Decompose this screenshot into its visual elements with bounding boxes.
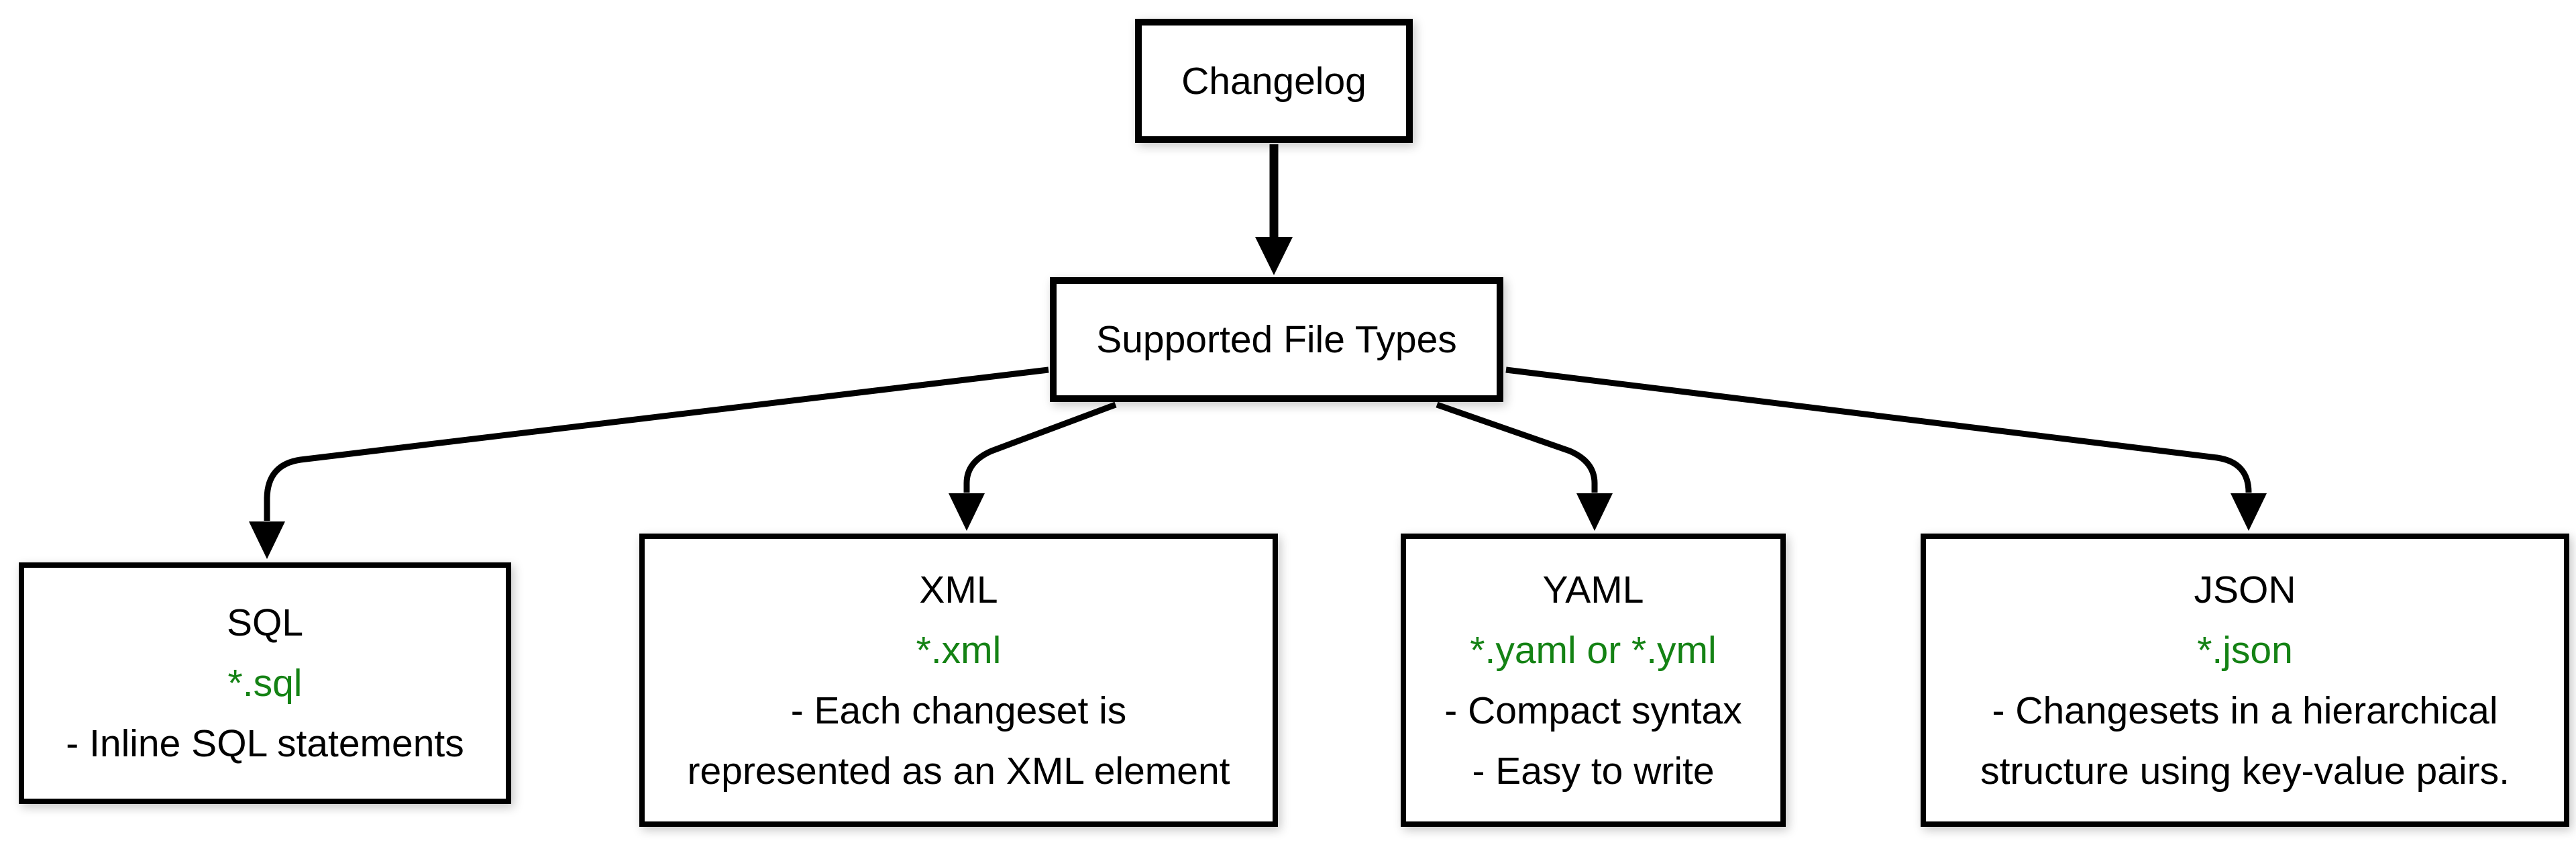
node-json-title: JSON xyxy=(2194,568,2296,611)
node-sql-desc-line: - Inline SQL statements xyxy=(66,722,464,765)
node-xml-pattern: *.xml xyxy=(916,628,1002,672)
node-yaml: YAML *.yaml or *.yml - Compact syntax - … xyxy=(1401,534,1786,827)
node-json: JSON *.json - Changesets in a hierarchic… xyxy=(1921,534,2569,827)
node-supported-file-types: Supported File Types xyxy=(1050,277,1503,402)
node-supported-file-types-label: Supported File Types xyxy=(1096,318,1457,361)
node-sql: SQL *.sql - Inline SQL statements xyxy=(19,562,511,804)
node-xml-desc-line: - Each changeset is xyxy=(790,689,1127,732)
connector-supported-to-yaml xyxy=(1436,401,1613,531)
connector-supported-to-xml xyxy=(949,401,1117,531)
arrowhead-down-icon xyxy=(2231,493,2267,531)
arrowhead-down-icon xyxy=(949,493,985,531)
connector-changelog-to-supported xyxy=(1255,144,1293,275)
node-json-desc-line: structure using key-value pairs. xyxy=(1980,749,2510,793)
node-changelog-label: Changelog xyxy=(1181,59,1366,103)
node-sql-title: SQL xyxy=(226,601,304,644)
node-json-pattern: *.json xyxy=(2197,628,2293,672)
connector-supported-to-sql xyxy=(249,366,1049,559)
node-xml-title: XML xyxy=(919,568,998,611)
node-changelog: Changelog xyxy=(1135,19,1413,143)
node-yaml-desc-line: - Compact syntax xyxy=(1444,689,1742,732)
arrowhead-down-icon xyxy=(1576,493,1613,531)
node-json-desc-line: - Changesets in a hierarchical xyxy=(1992,689,2498,732)
node-yaml-title: YAML xyxy=(1542,568,1644,611)
arrowhead-down-icon xyxy=(249,521,285,559)
node-xml-desc-line: represented as an XML element xyxy=(687,749,1230,793)
node-yaml-desc-line: - Easy to write xyxy=(1472,749,1715,793)
node-xml: XML *.xml - Each changeset is represente… xyxy=(639,534,1278,827)
arrowhead-down-icon xyxy=(1255,237,1293,275)
connector-supported-to-json xyxy=(1505,366,2267,531)
node-sql-pattern: *.sql xyxy=(227,662,303,705)
node-yaml-pattern: *.yaml or *.yml xyxy=(1470,628,1717,672)
